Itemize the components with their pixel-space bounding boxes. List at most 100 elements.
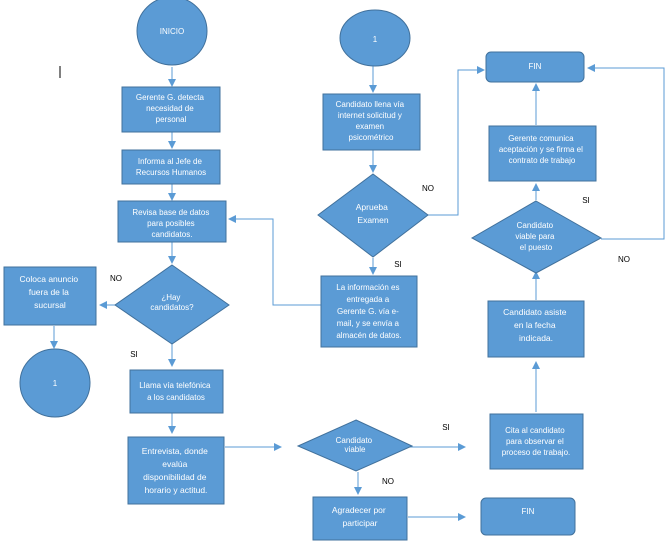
label-no-aprueba: NO: [422, 184, 434, 193]
aprueba-line: Aprueba: [356, 202, 388, 212]
svg-text:Candidato asiste en la: Candidato asiste en la fecha indicada.: [503, 307, 569, 343]
process-anuncio: Coloca anuncio fuera de la sucursal: [3, 266, 97, 326]
llena-line: Candidato llena vía: [336, 100, 405, 109]
svg-text:Cita al candidato para: Cita al candidato para observar el proce…: [502, 426, 571, 457]
viable2-line: el puesto: [520, 243, 553, 252]
decision-candidato-viable: Candidato viable: [296, 419, 414, 472]
aprueba-line: Examen: [357, 215, 388, 225]
nodes: INICIO Gerente G. detecta necesidad de p…: [3, 0, 603, 541]
connector-left-label: 1: [53, 379, 58, 388]
edge-aprueba-no-fintop: [428, 66, 485, 216]
informa-line: Recursos Humanos: [136, 168, 206, 177]
cita-line: Cita al candidato: [505, 426, 565, 435]
anuncio-line: fuera de la: [29, 287, 69, 297]
edges: [50, 64, 665, 521]
asiste-line: indicada.: [519, 333, 553, 343]
agradecer-line: Agradecer por: [332, 505, 386, 515]
entrevista-line: Entrevista, donde: [142, 446, 208, 456]
decision-hay-candidatos: ¿Hay candidatos?: [114, 264, 230, 345]
cita-line: para observar el: [506, 437, 564, 446]
svg-text:Entrevista, donde eval: Entrevista, donde evalúa disponibilidad …: [142, 446, 211, 495]
viable1-line: viable: [345, 445, 366, 454]
svg-text:1: 1: [53, 379, 58, 388]
informacion-line: Gerente G. vía e-: [337, 307, 399, 316]
llama-line: a los candidatos: [147, 393, 205, 402]
process-informacion: La información es entregada a Gerente G.…: [320, 275, 418, 348]
connector-1-left: 1: [19, 348, 91, 418]
svg-text:1: 1: [373, 35, 378, 44]
process-cita: Cita al candidato para observar el proce…: [489, 413, 584, 470]
asiste-line: Candidato asiste: [503, 307, 567, 317]
svg-text:Gerente G. detecta nec: Gerente G. detecta necesidad de personal: [136, 93, 206, 124]
hay-line: candidatos?: [150, 303, 194, 312]
svg-text:FIN: FIN: [529, 62, 542, 71]
hay-line: ¿Hay: [161, 293, 180, 302]
entrevista-line: disponibilidad de: [143, 472, 207, 482]
detecta-line: necesidad de: [146, 104, 194, 113]
detecta-line: Gerente G. detecta: [136, 93, 205, 102]
process-informa: Informa al Jefe de Recursos Humanos: [121, 149, 221, 185]
svg-text:Revisa base de datos p: Revisa base de datos para posibles candi…: [132, 208, 211, 239]
process-revisa: Revisa base de datos para posibles candi…: [117, 200, 227, 243]
connector-1-top: 1: [339, 9, 411, 67]
svg-text:Gerente comunica acept: Gerente comunica aceptación y se firma e…: [499, 134, 585, 165]
fin-bottom-label: FIN: [522, 507, 535, 516]
viable2-line: Candidato: [517, 221, 554, 230]
detecta-line: personal: [156, 115, 187, 124]
svg-text:INICIO: INICIO: [160, 27, 184, 36]
process-llama: Llama vía telefónica a los candidatos: [129, 369, 224, 414]
svg-text:Candidato llena vía in: Candidato llena vía internet solicitud y…: [336, 100, 407, 142]
viable1-line: Candidato: [336, 436, 373, 445]
process-detecta: Gerente G. detecta necesidad de personal: [121, 86, 221, 133]
process-comunica: Gerente comunica aceptación y se firma e…: [488, 125, 597, 182]
revisa-line: para posibles: [147, 219, 195, 228]
llena-line: psicométrico: [349, 133, 394, 142]
fin-top-label: FIN: [529, 62, 542, 71]
label-si-aprueba: SI: [394, 260, 402, 269]
connector-top-label: 1: [373, 35, 378, 44]
label-no-viable1: NO: [382, 477, 394, 486]
svg-text:La información es entr: La información es entregada a Gerente G.…: [336, 283, 401, 340]
start-node-inicio: INICIO: [136, 0, 208, 66]
inicio-line: INICIO: [160, 27, 184, 36]
label-no-viable2: NO: [618, 255, 630, 264]
revisa-line: candidatos.: [152, 230, 193, 239]
edge-informacion-revisa: [228, 215, 321, 306]
revisa-line: Revisa base de datos: [132, 208, 209, 217]
svg-text:Coloca anuncio fuera d: Coloca anuncio fuera de la sucursal: [20, 274, 81, 310]
asiste-line: en la fecha: [514, 320, 556, 330]
label-si-viable2: SI: [582, 196, 590, 205]
process-agradecer: Agradecer por participar: [312, 496, 408, 541]
end-node-fin-top: FIN: [485, 51, 585, 83]
entrevista-line: evalúa: [162, 459, 187, 469]
process-asiste: Candidato asiste en la fecha indicada.: [487, 300, 585, 358]
cita-line: proceso de trabajo.: [502, 448, 571, 457]
edge-viable2-no-fintop: [587, 64, 665, 240]
process-llena: Candidato llena vía internet solicitud y…: [322, 93, 421, 151]
comunica-line: Gerente comunica: [508, 134, 574, 143]
process-entrevista: Entrevista, donde evalúa disponibilidad …: [127, 436, 225, 505]
svg-text:Aprueba Examen: Aprueba Examen: [356, 202, 391, 225]
end-node-fin-bottom: FIN: [480, 497, 576, 536]
comunica-line: contrato de trabajo: [509, 156, 576, 165]
anuncio-line: sucursal: [34, 300, 66, 310]
edge-labels: NO SI SI NO NO SI SI NO: [110, 184, 630, 486]
informacion-line: La información es: [336, 283, 399, 292]
svg-text:FIN: FIN: [522, 507, 535, 516]
svg-text:Llama vía telefónica a: Llama vía telefónica a los candidatos: [139, 381, 212, 402]
decision-viable-puesto: Candidato viable para el puesto: [470, 200, 603, 274]
llena-line: examen: [356, 122, 384, 131]
entrevista-line: horario y actitud.: [145, 485, 208, 495]
informacion-line: mail, y se envía a: [337, 319, 400, 328]
llena-line: internet solicitud y: [338, 111, 402, 120]
label-si-viable1: SI: [442, 423, 450, 432]
svg-text:Candidato viable para: Candidato viable para el puesto: [515, 221, 556, 252]
informacion-line: almacén de datos.: [336, 331, 401, 340]
viable2-line: viable para: [515, 232, 555, 241]
comunica-line: aceptación y se firma el: [499, 145, 583, 154]
label-no-hay: NO: [110, 274, 122, 283]
informacion-line: entregada a: [347, 295, 390, 304]
svg-text:Candidato viable: Candidato viable: [336, 436, 375, 454]
agradecer-line: participar: [343, 518, 378, 528]
